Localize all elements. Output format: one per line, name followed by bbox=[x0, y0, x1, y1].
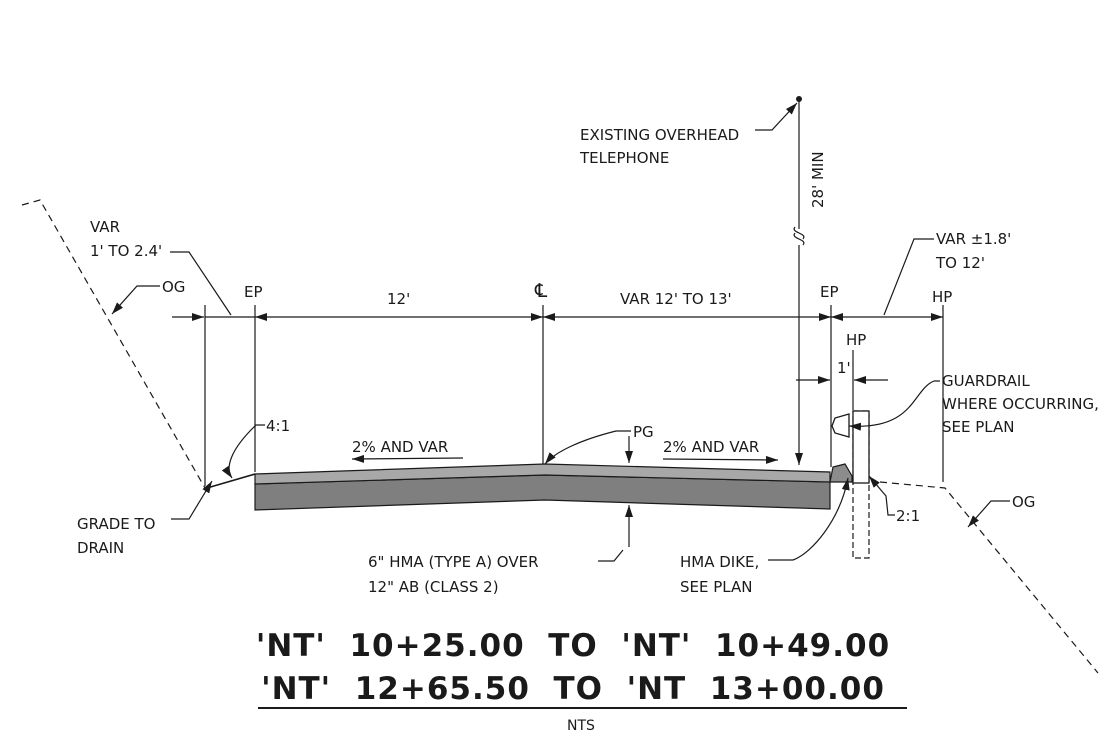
leader-dike bbox=[768, 477, 850, 561]
title-line-2: 'NT' 12+65.50 TO 'NT 13+00.00 bbox=[261, 671, 885, 707]
leader-pg bbox=[544, 430, 631, 465]
hma-dike-label: HMA DIKE, bbox=[680, 553, 759, 571]
leader-var-right bbox=[883, 238, 934, 316]
leader-og-right bbox=[967, 500, 1010, 528]
leader-telephone bbox=[755, 102, 798, 131]
one-foot-label: 1' bbox=[837, 359, 851, 377]
ep-right-label: EP bbox=[820, 283, 839, 301]
var-right-range-label: TO 12' bbox=[935, 254, 985, 272]
cross-slope-left-label: 2% AND VAR bbox=[352, 438, 448, 456]
hp-top-label: HP bbox=[932, 288, 952, 306]
cross-slope-arrow-left bbox=[351, 454, 464, 463]
hp-inner-label: HP bbox=[846, 331, 866, 349]
var-left-label: VAR bbox=[90, 218, 120, 236]
og-left-label: OG bbox=[162, 278, 185, 296]
aggregate-base-label: 12" AB (CLASS 2) bbox=[368, 578, 499, 596]
telephone-line-point bbox=[796, 96, 802, 102]
leader-2to1 bbox=[868, 475, 895, 516]
width-right-label: VAR 12' TO 13' bbox=[620, 290, 732, 308]
cross-slope-arrow-right bbox=[662, 455, 779, 464]
centerline-symbol: ℄ bbox=[534, 280, 548, 302]
structural-section-label: 6" HMA (TYPE A) OVER bbox=[368, 553, 539, 571]
width-left-label: 12' bbox=[387, 290, 410, 308]
telephone-label: TELEPHONE bbox=[579, 149, 669, 167]
hma-dike bbox=[829, 463, 853, 483]
var-left-range-label: 1' TO 2.4' bbox=[90, 242, 162, 260]
leader-og-left bbox=[111, 285, 160, 315]
og-right-label: OG bbox=[1012, 493, 1035, 511]
guardrail-where-label: WHERE OCCURRING, bbox=[942, 395, 1099, 413]
dike-see-plan-label: SEE PLAN bbox=[680, 578, 752, 596]
scale-label: NTS bbox=[567, 718, 595, 734]
leader-grade-drain bbox=[171, 480, 213, 520]
leader-var-left bbox=[170, 251, 232, 316]
existing-overhead-label: EXISTING OVERHEAD bbox=[580, 126, 739, 144]
grade-to-label: GRADE TO bbox=[77, 515, 155, 533]
guardrail-see-plan-label: SEE PLAN bbox=[942, 418, 1014, 436]
original-ground-left bbox=[21, 199, 206, 489]
title-line-1: 'NT' 10+25.00 TO 'NT' 10+49.00 bbox=[256, 628, 890, 664]
leader-guardrail bbox=[848, 380, 940, 431]
slope-2to1-label: 2:1 bbox=[896, 507, 920, 525]
original-ground-right bbox=[879, 481, 1099, 674]
shoulder-slope-4to1 bbox=[206, 473, 256, 489]
guardrail-blockout bbox=[852, 410, 870, 484]
drain-label: DRAIN bbox=[77, 539, 124, 557]
slope-4to1-label: 4:1 bbox=[266, 417, 290, 435]
cross-slope-right-label: 2% AND VAR bbox=[663, 438, 759, 456]
leader-section bbox=[598, 549, 624, 562]
guardrail-rail bbox=[831, 413, 850, 438]
var-right-label: VAR ±1.8' bbox=[936, 230, 1011, 248]
ep-left-label: EP bbox=[244, 283, 263, 301]
break-symbol bbox=[793, 226, 805, 246]
min-clearance-label: 28' MIN bbox=[809, 151, 827, 208]
guardrail-label: GUARDRAIL bbox=[942, 372, 1030, 390]
leader-4to1 bbox=[221, 424, 265, 479]
pg-label: PG bbox=[633, 423, 654, 441]
